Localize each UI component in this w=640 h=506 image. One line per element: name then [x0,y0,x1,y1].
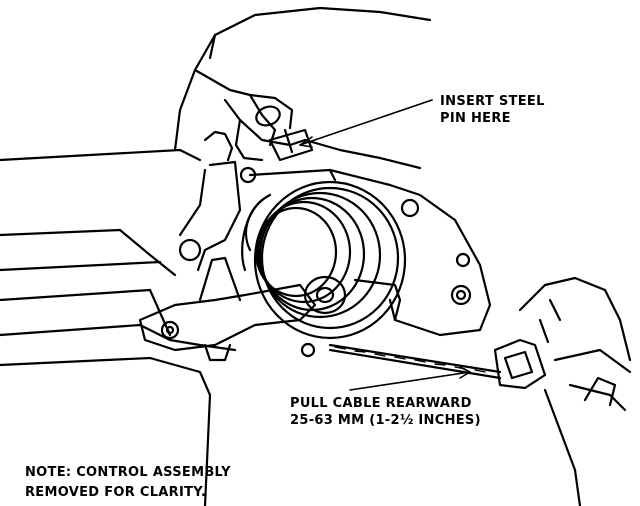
callout-leaders [299,99,471,391]
upper-hand [173,6,432,170]
note-line1: NOTE: CONTROL ASSEMBLY [25,465,231,480]
vehicle-frame [0,148,237,506]
insert-pin-line2: PIN HERE [440,111,511,126]
note-line2: REMOVED FOR CLARITY. [25,485,207,500]
insert-pin-line1: INSERT STEEL [440,94,545,109]
pull-cable-line2: 25-63 mm (1-2½ INCHES) [290,413,481,428]
control-cable [328,343,502,380]
pin-slot-linkage [178,160,257,272]
cable-pulley [241,180,407,340]
pulling-hand [518,276,632,506]
pull-cable-line1: PULL CABLE REARWARD [290,396,472,411]
pull-cable-callout: PULL CABLE REARWARD 25-63 mm (1-2½ INCHE… [290,395,481,429]
insert-pin-callout: INSERT STEEL PIN HERE [440,93,545,127]
mounting-bracket [248,168,492,337]
cable-end-fitting [493,338,547,390]
steel-pin [268,128,314,162]
adjuster-lever [138,256,317,362]
note-text: NOTE: CONTROL ASSEMBLY REMOVED FOR CLARI… [25,463,231,503]
